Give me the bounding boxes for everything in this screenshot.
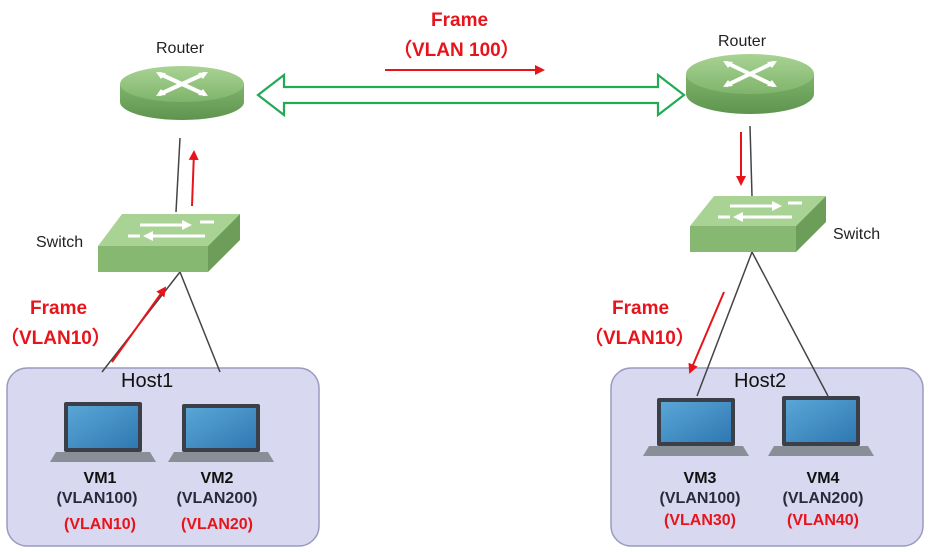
laptop-icon	[168, 404, 274, 462]
left-up-arrow-switch	[111, 286, 167, 363]
cable-left-switch-vm2	[179, 271, 221, 373]
cable-right-router-switch	[749, 125, 753, 197]
vm4-name: VM4	[806, 470, 840, 487]
top-frame-vlan: （VLAN 100）	[393, 40, 520, 61]
host2-label: Host2	[734, 370, 787, 392]
cable-right-switch-vm4	[751, 251, 829, 397]
vm3-inner-vlan: (VLAN30)	[663, 512, 736, 529]
vm1-name: VM1	[83, 470, 117, 487]
right-switch-label: Switch	[833, 226, 881, 243]
vm2-inner-vlan: (VLAN20)	[180, 516, 253, 533]
vm1-inner-vlan: (VLAN10)	[63, 516, 136, 533]
right-router-label: Router	[718, 33, 767, 50]
left-switch-label: Switch	[36, 234, 84, 251]
vm4-vlan: (VLAN200)	[782, 490, 864, 507]
laptop-icon	[768, 396, 874, 456]
left-up-arrow-router	[188, 150, 199, 207]
laptop-icon	[643, 398, 749, 456]
switch-icon	[690, 196, 826, 252]
vm4-inner-vlan: (VLAN40)	[786, 512, 859, 529]
cable-right-switch-vm3	[696, 251, 753, 397]
router-icon	[686, 54, 814, 114]
switch-icon	[98, 214, 240, 272]
cable-left-router-switch	[175, 137, 181, 213]
vm2-vlan: (VLAN200)	[176, 490, 258, 507]
vm2-name: VM2	[200, 470, 234, 487]
vm3-name: VM3	[683, 470, 717, 487]
vm1-vlan: (VLAN100)	[56, 490, 138, 507]
router-link-double-arrow	[256, 72, 686, 118]
vm3-vlan: (VLAN100)	[659, 490, 741, 507]
left-frame-title: Frame	[30, 298, 88, 319]
top-frame-title: Frame	[431, 10, 489, 31]
right-frame-vlan: （VLAN10）	[584, 328, 695, 349]
router-icon	[120, 66, 244, 120]
host1-label: Host1	[121, 370, 174, 392]
right-down-arrow-host	[688, 291, 725, 374]
right-frame-title: Frame	[612, 298, 670, 319]
laptop-icon	[50, 402, 156, 462]
left-router-label: Router	[156, 40, 205, 57]
left-frame-vlan: （VLAN10）	[0, 328, 111, 349]
